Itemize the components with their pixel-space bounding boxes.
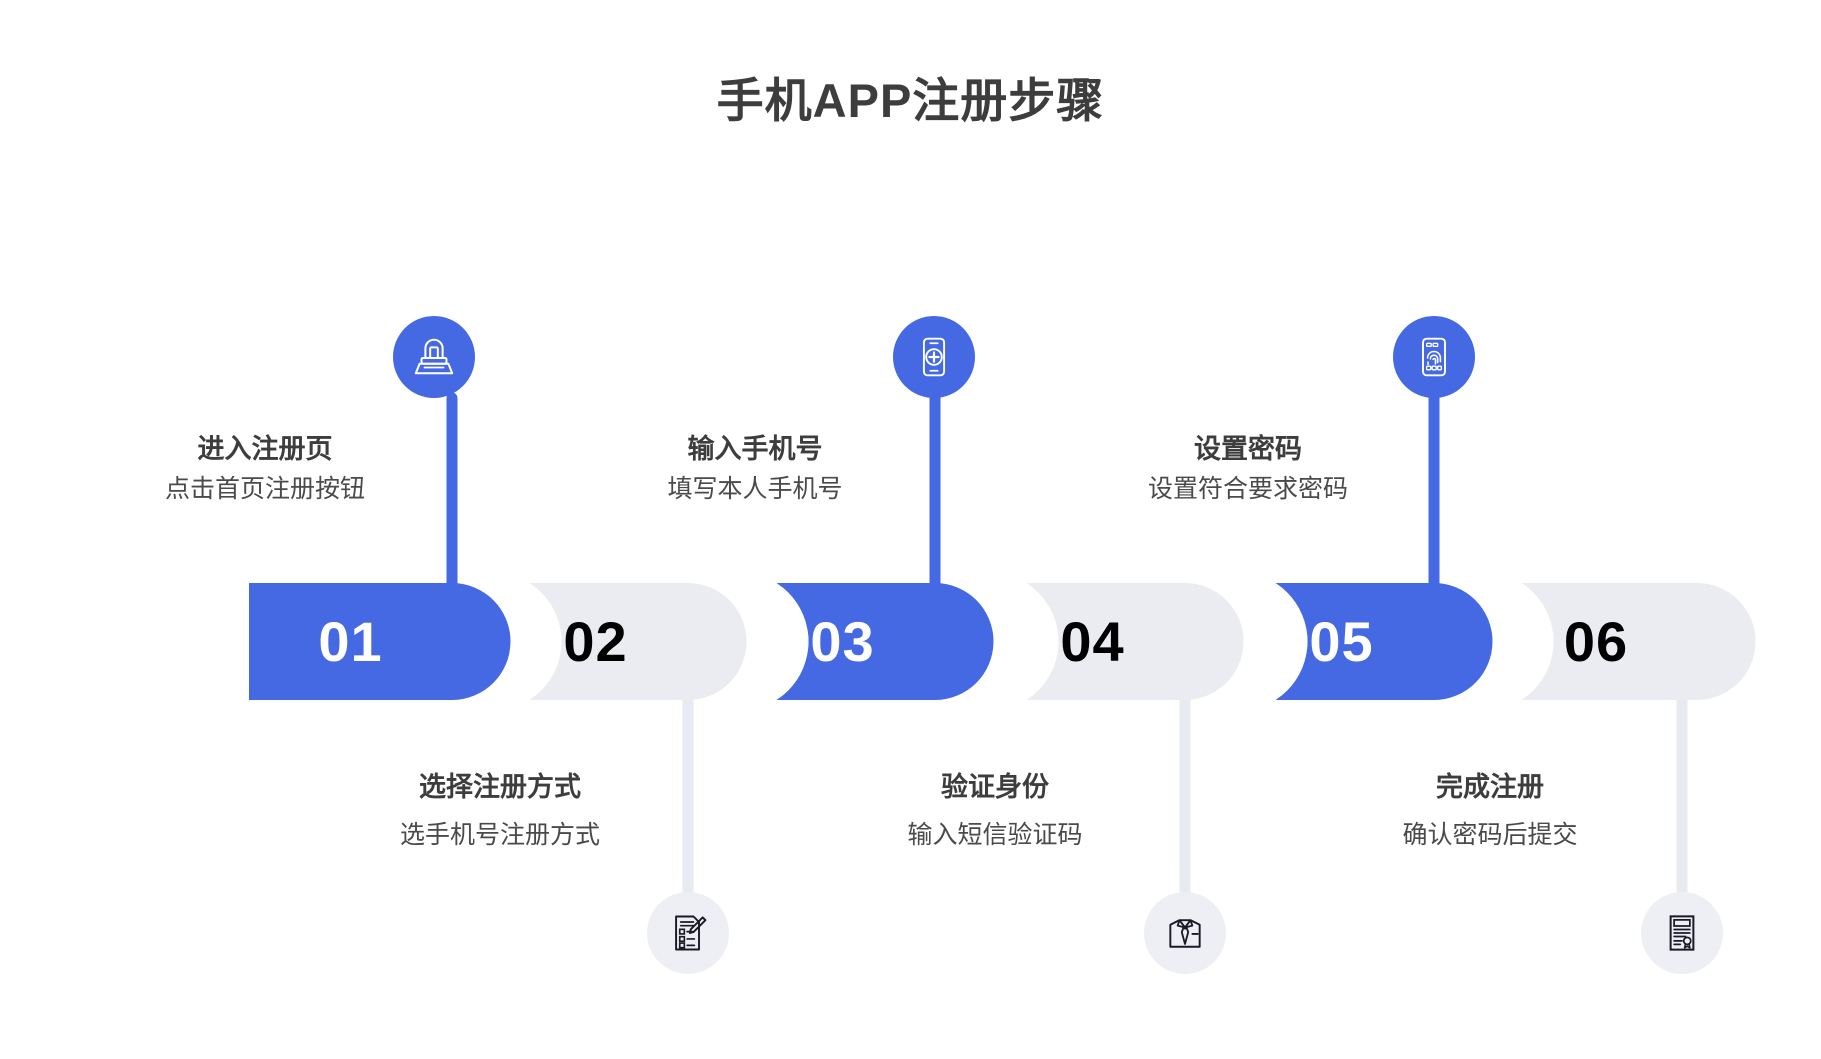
- step-icon-circle-03[interactable]: [893, 316, 975, 398]
- step-title-01: 进入注册页: [197, 434, 333, 464]
- timeline-segment-05[interactable]: [1249, 583, 1493, 700]
- step-subtitle-05: 设置符合要求密码: [1147, 475, 1348, 503]
- step-subtitle-03: 填写本人手机号: [667, 475, 843, 503]
- step-icon-circle-06[interactable]: [1641, 892, 1723, 974]
- step-title-02: 选择注册方式: [419, 772, 581, 802]
- step-icon-circle-04[interactable]: [1144, 892, 1226, 974]
- timeline-number-05: 05: [1309, 610, 1374, 673]
- checklist-pencil-icon: [675, 915, 707, 951]
- step-title-06: 完成注册: [1436, 772, 1544, 802]
- timeline-segment-02[interactable]: [503, 583, 747, 700]
- step-icon-circle-01[interactable]: [393, 316, 475, 398]
- timeline-number-04: 04: [1060, 610, 1125, 673]
- timeline-number-06: 06: [1563, 610, 1629, 673]
- step-subtitle-06: 确认密码后提交: [1402, 821, 1578, 849]
- timeline-number-01: 01: [318, 610, 383, 673]
- step-title-03: 输入手机号: [687, 434, 823, 464]
- step-subtitle-01: 点击首页注册按钮: [164, 475, 365, 503]
- step-text-05: 设置密码 设置符合要求密码: [1058, 432, 1438, 506]
- step-icon-circle-05[interactable]: [1393, 316, 1475, 398]
- step-text-06: 完成注册 确认密码后提交: [1300, 770, 1680, 852]
- timeline-segment-06[interactable]: [1495, 583, 1756, 700]
- step-subtitle-02: 选手机号注册方式: [399, 821, 600, 849]
- shirt-tie-icon: [1169, 919, 1201, 948]
- timeline-segment-01[interactable]: [249, 583, 511, 700]
- certificate-seal-icon: [1669, 915, 1695, 951]
- step-text-02: 选择注册方式 选手机号注册方式: [310, 770, 690, 852]
- page-title: 手机APP注册步骤: [716, 74, 1105, 127]
- step-icon-circle-02[interactable]: [647, 892, 729, 974]
- step-subtitle-04: 输入短信验证码: [907, 821, 1083, 849]
- step-text-03: 输入手机号 填写本人手机号: [565, 432, 945, 506]
- registration-desk-icon: [414, 338, 454, 375]
- timeline-segment-03[interactable]: [750, 583, 994, 700]
- step-text-04: 验证身份 输入短信验证码: [805, 770, 1185, 852]
- step-text-01: 进入注册页 点击首页注册按钮: [75, 432, 455, 506]
- timeline-number-02: 02: [563, 610, 628, 673]
- timeline-segment-04[interactable]: [1000, 583, 1244, 700]
- step-title-05: 设置密码: [1194, 434, 1302, 464]
- timeline-number-03: 03: [810, 610, 875, 673]
- phone-fingerprint-icon: [1422, 337, 1446, 377]
- step-title-04: 验证身份: [941, 772, 1049, 802]
- phone-plus-icon: [922, 337, 946, 377]
